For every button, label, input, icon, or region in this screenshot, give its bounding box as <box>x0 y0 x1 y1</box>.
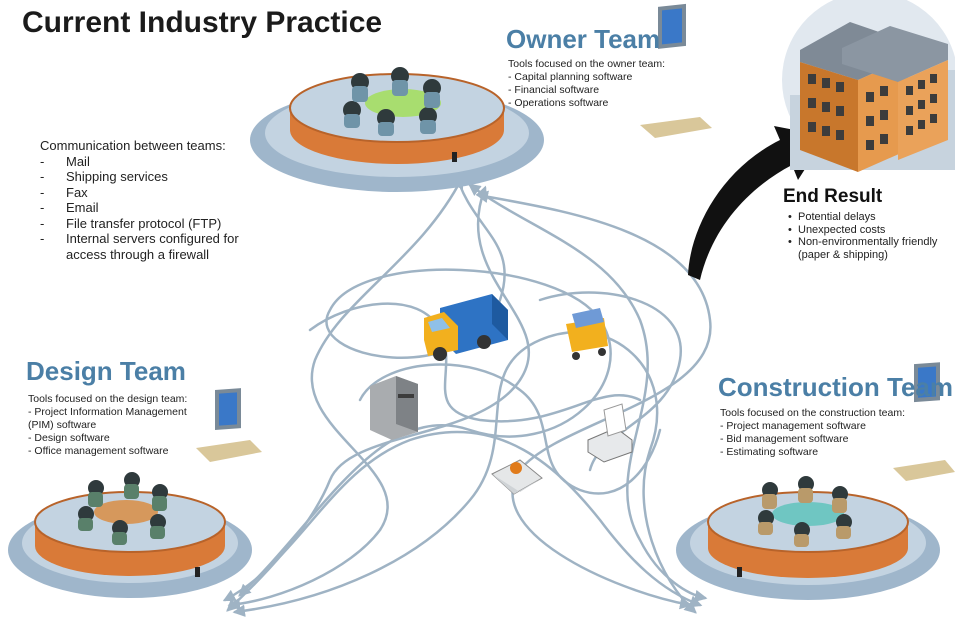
list-item: •Unexpected costs <box>788 223 886 236</box>
communication-list: Communication between teams: -Mail -Ship… <box>40 138 260 262</box>
list-item: -Internal servers configured for access … <box>40 231 239 262</box>
list-item: Financial software <box>508 84 665 97</box>
list-item: •Potential delays <box>788 211 876 223</box>
server-icon <box>370 376 418 440</box>
owner-team-meeting-icon <box>250 67 544 192</box>
owner-team-title: Owner Team <box>506 24 661 54</box>
design-team-meeting-icon <box>8 472 252 598</box>
list-item: -Mail <box>40 153 90 169</box>
list-item: Bid management software <box>720 433 905 446</box>
list-item: Project Information Management (PIM) sof… <box>28 406 208 432</box>
list-item: Estimating software <box>720 446 905 459</box>
construction-tools-intro: Tools focused on the construction team: <box>720 407 906 419</box>
owner-computer-monitor-icon <box>640 3 712 138</box>
building-icon <box>782 0 955 172</box>
envelope-icon <box>491 459 543 495</box>
owner-team-tools: Tools focused on the owner team: Capital… <box>508 58 665 110</box>
end-result-title: End Result <box>783 186 883 207</box>
construction-team-tools: Tools focused on the construction team: … <box>720 407 905 459</box>
fax-machine-icon <box>587 403 633 463</box>
list-item: -Email <box>40 200 99 215</box>
construction-team-title: Construction Team <box>718 372 953 402</box>
list-item: Project management software <box>720 420 905 433</box>
list-item: -File transfer protocol (FTP) <box>40 215 222 231</box>
truck-icon <box>424 294 508 361</box>
design-tools-intro: Tools focused on the design team: <box>28 393 188 405</box>
list-item: Capital planning software <box>508 71 665 84</box>
page-title: Current Industry Practice <box>22 6 383 39</box>
design-computer-monitor-icon <box>196 388 262 462</box>
owner-tools-intro: Tools focused on the owner team: <box>508 58 666 70</box>
list-item: Office management software <box>28 445 208 458</box>
shopping-cart-icon <box>566 308 608 360</box>
list-item: •Non-environmentally friendly (paper & s… <box>788 236 938 261</box>
construction-team-meeting-icon <box>676 476 940 600</box>
communication-heading: Communication between teams: <box>40 138 226 153</box>
list-item: -Fax <box>40 184 88 200</box>
list-item: Design software <box>28 432 208 445</box>
communication-wires <box>222 167 712 617</box>
design-team-tools: Tools focused on the design team: Projec… <box>28 393 208 458</box>
end-result-list: •Potential delays •Unexpected costs •Non… <box>788 211 953 261</box>
design-team-title: Design Team <box>26 356 186 386</box>
list-item: -Shipping services <box>40 169 168 184</box>
construction-computer-monitor-icon <box>893 362 955 481</box>
list-item: Operations software <box>508 97 665 110</box>
